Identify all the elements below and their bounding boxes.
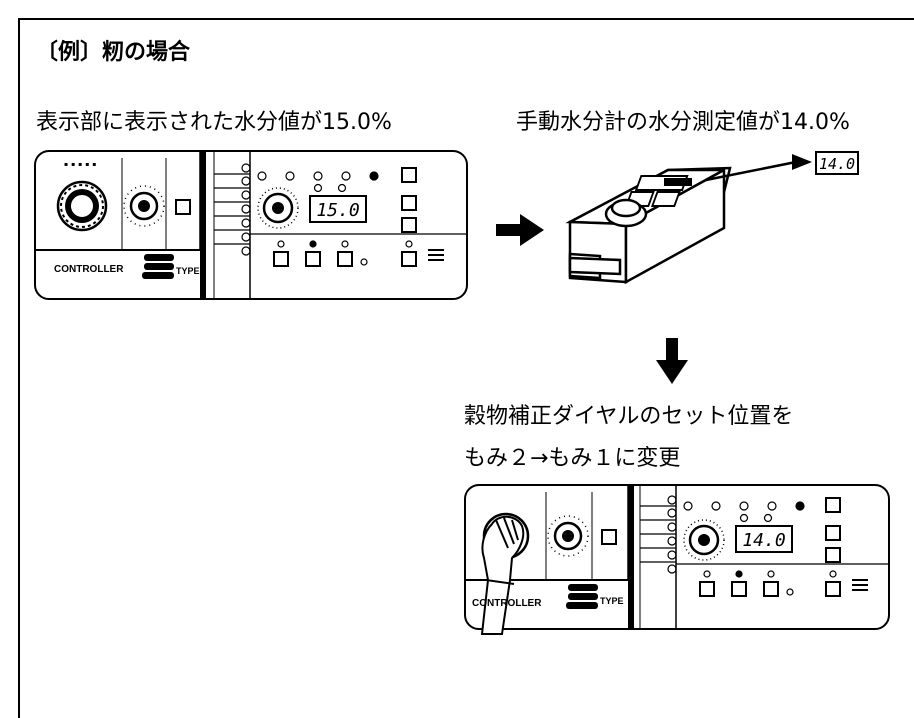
controller-panel-before: ▪▪▪▪▪ CONTROLLER TYPE xyxy=(34,150,468,300)
speaker-grille xyxy=(428,249,444,261)
svg-text:▪▪▪▪▪: ▪▪▪▪▪ xyxy=(64,161,99,168)
bottom-caption-line2: もみ２→もみ１に変更 xyxy=(464,446,681,471)
bottom-buttons xyxy=(273,240,417,267)
timer-dial xyxy=(123,185,165,227)
handheld-moisture-meter: 14.0 xyxy=(565,151,859,285)
timer-dial-after xyxy=(547,515,589,557)
status-lamps xyxy=(257,171,379,193)
s-type-logo-after: TYPE xyxy=(566,584,624,609)
svg-text:CONTROLLER: CONTROLLER xyxy=(54,264,124,275)
svg-text:TYPE: TYPE xyxy=(600,596,624,606)
moisture-dial xyxy=(257,187,299,229)
grain-dial xyxy=(56,180,108,232)
moisture-display-after xyxy=(735,525,793,553)
svg-text:TYPE: TYPE xyxy=(176,266,200,276)
display-value: 15.0 xyxy=(316,200,359,221)
moisture-dial-after xyxy=(683,519,725,561)
meter-readout xyxy=(815,151,859,175)
arrow-right xyxy=(496,214,544,246)
figure-frame xyxy=(18,18,914,718)
bottom-caption-line1: 穀物補正ダイヤルのセット位置を xyxy=(464,404,794,429)
left-caption: 表示部に表示された水分値が15.0% xyxy=(36,110,392,135)
moisture-display xyxy=(309,195,367,223)
svg-text:CONTROLLER: CONTROLLER xyxy=(472,598,542,609)
hand-illustration xyxy=(480,515,525,635)
controller-panel-after: CONTROLLER TYPE 14.0 xyxy=(464,484,890,635)
meter-value: 14.0 xyxy=(819,155,855,173)
s-type-logo: TYPE xyxy=(142,254,200,279)
display-value-after: 14.0 xyxy=(742,530,785,551)
example-title: 〔例〕籾の場合 xyxy=(36,40,191,65)
right-caption: 手動水分計の水分測定値が14.0% xyxy=(516,110,850,135)
arrow-down xyxy=(656,338,688,384)
